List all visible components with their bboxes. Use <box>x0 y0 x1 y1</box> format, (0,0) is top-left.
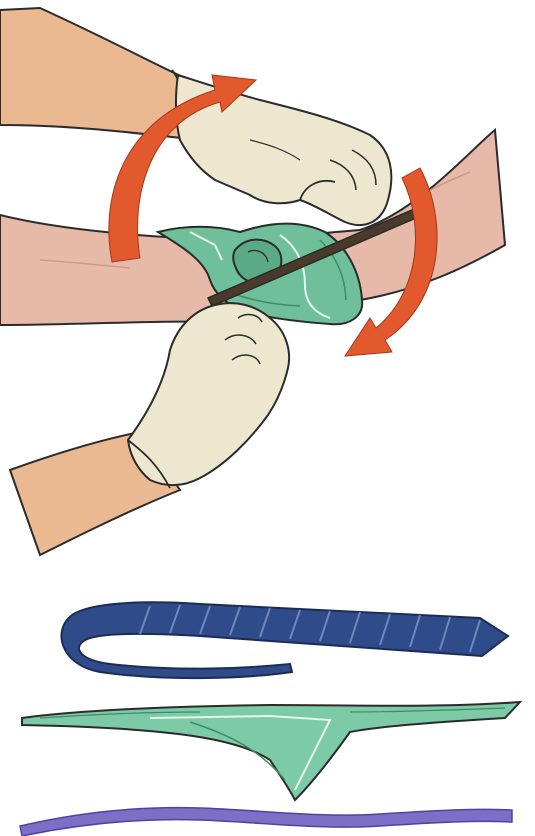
lower-glove <box>128 303 289 488</box>
triangular-bandage-icon <box>22 702 520 800</box>
tie-icon <box>61 602 508 678</box>
cord-icon <box>20 808 512 836</box>
